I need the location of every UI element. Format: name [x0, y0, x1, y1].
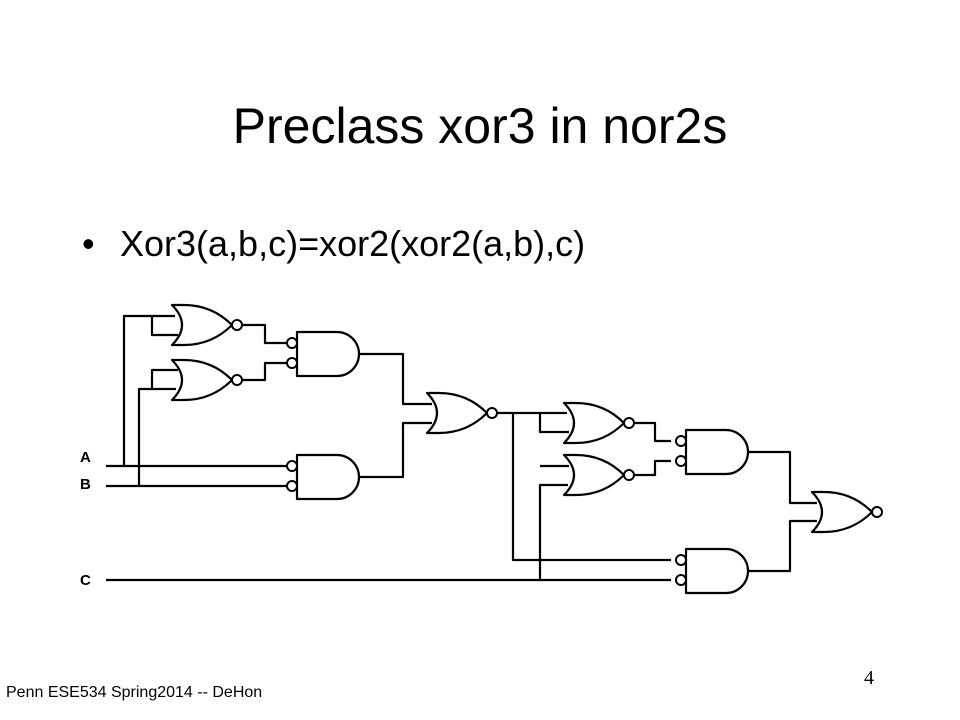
and-gate-1 — [286, 330, 361, 378]
nor-gate-6 — [810, 490, 883, 534]
nor-gate-5 — [562, 453, 635, 497]
slide-title: Preclass xor3 in nor2s — [232, 98, 728, 154]
bullet-list: • Xor3(a,b,c)=xor2(xor2(a,b),c) — [82, 222, 585, 266]
footer-text: Penn ESE534 Spring2014 -- DeHon — [6, 684, 263, 701]
wires-second-xor — [106, 411, 817, 582]
and-gate-4 — [675, 547, 750, 595]
and-gate-2 — [286, 453, 361, 501]
bullet-item: • Xor3(a,b,c)=xor2(xor2(a,b),c) — [82, 222, 585, 266]
page-number: 4 — [864, 667, 874, 689]
nor-gate-4 — [562, 401, 635, 445]
nor-gate-3 — [425, 391, 498, 435]
input-label-b: B — [80, 476, 91, 493]
and-gate-3 — [675, 428, 750, 476]
input-label-c: C — [80, 572, 91, 589]
bullet-marker: • — [82, 223, 95, 264]
nor-gate-2 — [170, 358, 243, 402]
nor-gate-1 — [170, 303, 243, 347]
bullet-text: Xor3(a,b,c)=xor2(xor2(a,b),c) — [120, 223, 586, 264]
wires-first-xor — [106, 314, 432, 488]
input-label-a: A — [80, 449, 91, 466]
